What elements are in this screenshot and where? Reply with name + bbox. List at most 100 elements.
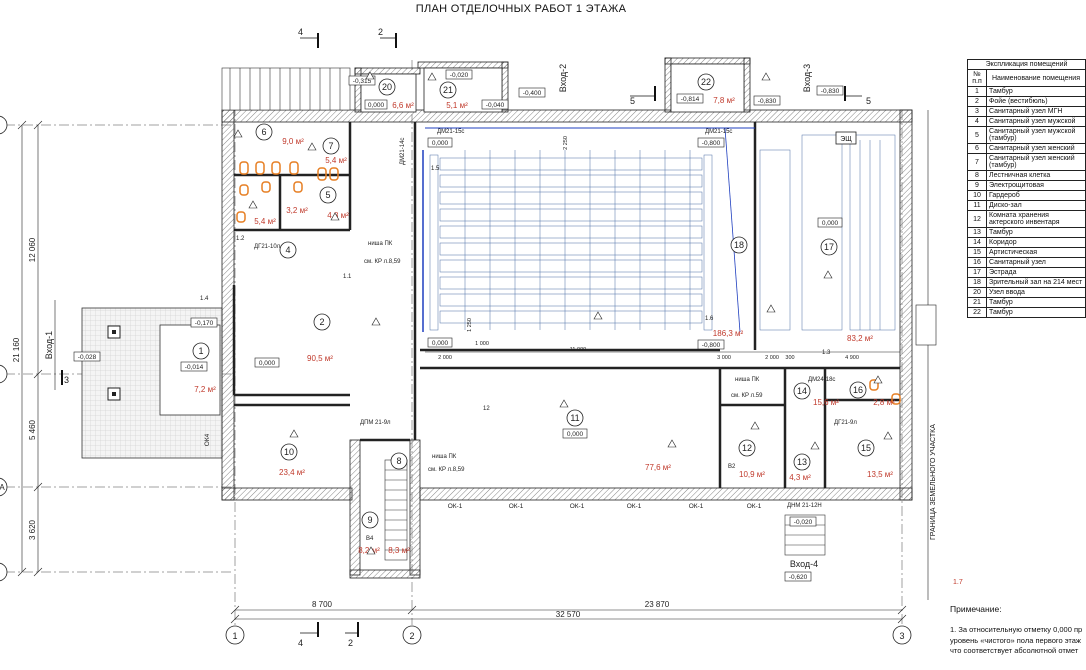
top-left-stair: [221, 67, 351, 111]
room-10-number: 10: [284, 447, 294, 457]
dim-2000: 2 000: [438, 355, 452, 361]
level-values: -0,315 0,000 -0,020 -0,040 -0,400 -0,814…: [78, 72, 840, 581]
room-15-number: 15: [861, 443, 871, 453]
legend-num: 11: [967, 200, 987, 211]
room-13-number: 13: [797, 457, 807, 467]
dim-1000: 1 000: [475, 341, 489, 347]
note-line-2: уровень «чистого» пола первого этаж: [950, 635, 1081, 645]
label-12: 12: [483, 406, 490, 412]
room-2-area: 90,5 м²: [307, 354, 333, 363]
legend-num: 22: [967, 307, 987, 318]
legend-title: Экспликация помещений: [967, 59, 1086, 70]
cut-markers: [61, 33, 862, 637]
room-21-number: 21: [443, 85, 453, 95]
cut-2-bottom: 2: [348, 638, 353, 648]
room-12-number: 12: [742, 443, 752, 453]
legend-name: Санитарный узел женский (тамбур): [986, 153, 1086, 171]
dim-1250: 1 250: [467, 318, 473, 332]
room-1-area: 7,2 м²: [194, 385, 216, 394]
legend-name: Санитарный узел мужской: [986, 116, 1086, 127]
room-22-area: 7,8 м²: [713, 96, 735, 105]
dim-23870: 23 870: [645, 600, 670, 609]
dim-5460: 5 460: [28, 419, 37, 440]
legend-num: 14: [967, 237, 987, 248]
room-21-area: 5,1 м²: [446, 101, 468, 110]
legend-name: Электрощитовая: [986, 180, 1086, 191]
dim-2000b: 2 000: [765, 355, 779, 361]
room-5-area: 4,8 м²: [327, 211, 349, 220]
dim-32570: 32 570: [556, 610, 581, 619]
door-dm21-14s: ДМ21-14с: [400, 138, 406, 165]
axis-3-label: 3: [899, 631, 904, 641]
niche-label-2: ниша ПК: [432, 454, 457, 460]
level-tags: [73, 69, 844, 582]
ref-label-3: см. КР л.59: [731, 393, 763, 399]
legend-num: 4: [967, 116, 987, 127]
left-dimensions: [17, 120, 43, 577]
legend-name: Эстрада: [986, 267, 1086, 278]
ref-label-2: см. КР л.8,59: [428, 467, 465, 473]
window-tag-3: ОК-1: [570, 503, 585, 510]
room-18-area: 186,3 м²: [713, 329, 744, 338]
room-6-area: 9,0 м²: [282, 137, 304, 146]
room-9-number: 9: [367, 515, 372, 525]
bottom-dimensions: [230, 605, 907, 624]
level-18: 0,000: [567, 431, 584, 438]
level-19: -0,020: [794, 519, 813, 526]
room-22-number: 22: [701, 77, 711, 87]
cut-2-top: 2: [378, 27, 383, 37]
legend-num: 13: [967, 227, 987, 238]
room-16-number: 16: [853, 385, 863, 395]
level-9: 0,000: [432, 140, 449, 147]
finish-markers: [233, 71, 893, 555]
label-b2: В2: [728, 464, 736, 470]
level-12: -0,800: [702, 342, 721, 349]
axis-a-label: А: [0, 483, 5, 492]
legend-num: 6: [967, 143, 987, 154]
window-tag-5: ОК-1: [689, 503, 704, 510]
window-tags: ОК-1 ОК-1 ОК-1 ОК-1 ОК-1 ОК-1 ОК4: [204, 433, 762, 510]
legend-num: 15: [967, 247, 987, 258]
room-2-number: 2: [319, 317, 324, 327]
door-dm24-18s: ДМ24-18с: [808, 377, 835, 383]
legend-name: Зрительный зал на 214 мест: [986, 277, 1086, 288]
legend-num: 5: [967, 126, 987, 144]
label-1-1: 1.1: [343, 274, 352, 280]
room-8-area: 8,3 м²: [388, 546, 410, 555]
room-11-number: 11: [570, 413, 579, 423]
level-17: 0,000: [259, 360, 276, 367]
room-12-area: 10,9 м²: [739, 470, 765, 479]
legend-num: 8: [967, 170, 987, 181]
restroom-fixtures: [236, 161, 901, 405]
dim-8700: 8 700: [312, 600, 333, 609]
entrance-2-label: Вход-2: [558, 64, 568, 92]
room-4-number: 4: [285, 245, 290, 255]
door-dg21-9l: ДГ21-9л: [834, 420, 857, 426]
room-20-number: 20: [382, 82, 392, 92]
level-3: -0,020: [450, 72, 469, 79]
room-20-area: 6,6 м²: [392, 101, 414, 110]
legend-name: Санитарный узел: [986, 257, 1086, 268]
auditorium-aisles: [464, 150, 691, 330]
door-dnm: ДНМ 21-12Н: [787, 503, 822, 509]
level-5: -0,400: [523, 90, 542, 97]
dim-3620: 3 620: [28, 519, 37, 540]
door-dg21-10l: ДГ21-10л: [254, 244, 281, 250]
room-4-area: 5,4 м²: [254, 217, 276, 226]
legend-num: 3: [967, 106, 987, 117]
room-5-number: 5: [325, 190, 330, 200]
legend-name: Санитарный узел женский: [986, 143, 1086, 154]
dim-2250: 2 250: [563, 136, 569, 150]
legend-num: 1: [967, 86, 987, 97]
